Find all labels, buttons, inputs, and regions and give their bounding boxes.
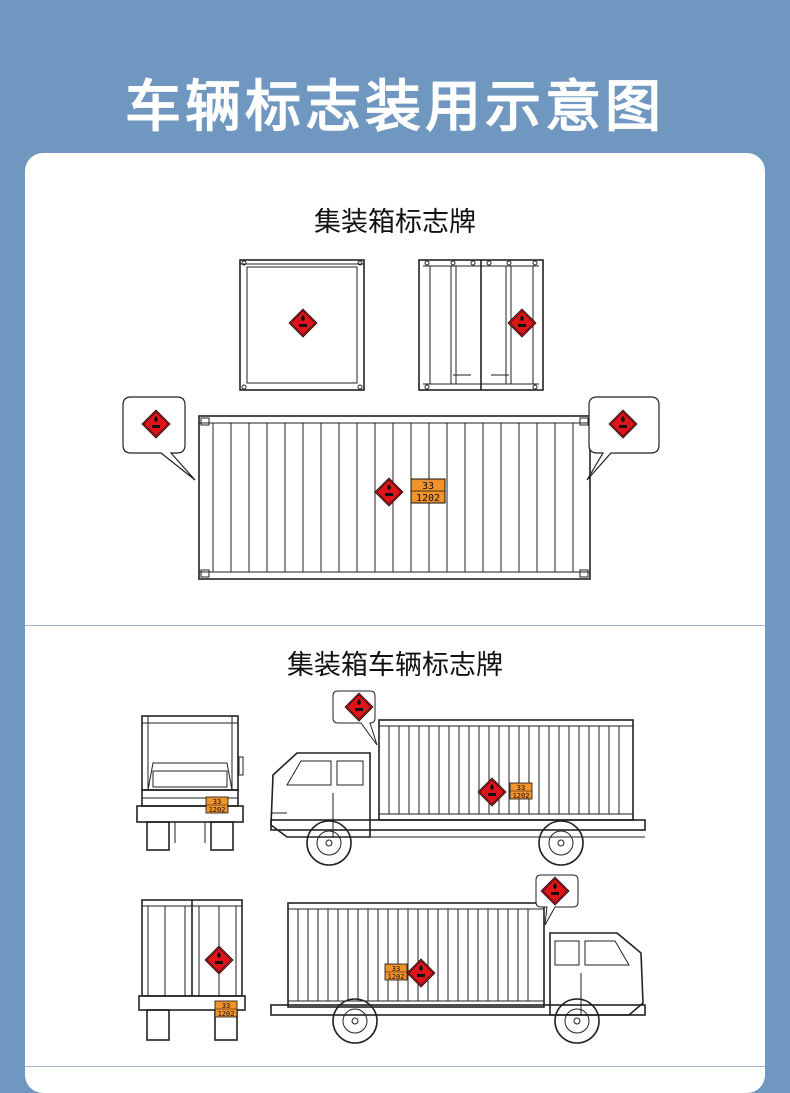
hazard-placard-front xyxy=(288,308,318,338)
svg-text:33: 33 xyxy=(213,798,221,806)
truck1-side-view: 33 1202 xyxy=(270,690,646,866)
hazard-placard-truck1-side xyxy=(477,777,507,807)
un-number-plate-truck2-side: 33 1202 xyxy=(384,963,408,981)
truck2-side-view: 33 1202 xyxy=(270,874,646,1044)
section-divider xyxy=(25,625,765,626)
svg-text:33: 33 xyxy=(517,784,525,792)
svg-text:1202: 1202 xyxy=(218,1010,235,1018)
svg-text:33: 33 xyxy=(392,965,400,973)
container-front-view xyxy=(239,259,365,391)
truck2-rear-view: 33 1202 xyxy=(138,899,246,1041)
section-divider xyxy=(25,1066,765,1067)
un-number-plate-truck2-rear: 33 1202 xyxy=(214,1000,238,1018)
svg-text:33: 33 xyxy=(222,1002,230,1010)
hazard-placard-truck2-rear xyxy=(204,945,234,975)
callout-right xyxy=(586,396,660,481)
diagram-canvas: 33 1202 xyxy=(122,259,660,1044)
truck1-rear-view: 33 1202 xyxy=(136,715,244,851)
section-title-vehicle-placards: 集装箱车辆标志牌 xyxy=(287,650,503,681)
hazard-placard-side xyxy=(374,477,404,507)
svg-text:1202: 1202 xyxy=(513,792,530,800)
container-rear-view xyxy=(418,259,544,391)
callout-left xyxy=(122,396,196,481)
hazard-id-text: 33 xyxy=(422,481,434,492)
hazard-placard-rear xyxy=(507,308,537,338)
svg-text:1202: 1202 xyxy=(209,806,226,814)
hazard-placard-truck2-side xyxy=(406,958,436,988)
container-side-view: 33 1202 xyxy=(198,415,591,580)
un-number-plate-side: 33 1202 xyxy=(410,478,446,504)
page-title: 车辆标志装用示意图 xyxy=(125,75,665,140)
section-title-container-placards: 集装箱标志牌 xyxy=(314,207,476,238)
un-number-plate-truck1-side: 33 1202 xyxy=(509,782,533,800)
un-number-text: 1202 xyxy=(416,493,440,504)
svg-text:1202: 1202 xyxy=(388,973,405,981)
content-card: 集装箱标志牌 集装箱车辆标志牌 xyxy=(25,153,765,1093)
un-number-plate-truck1-rear: 33 1202 xyxy=(205,796,229,814)
